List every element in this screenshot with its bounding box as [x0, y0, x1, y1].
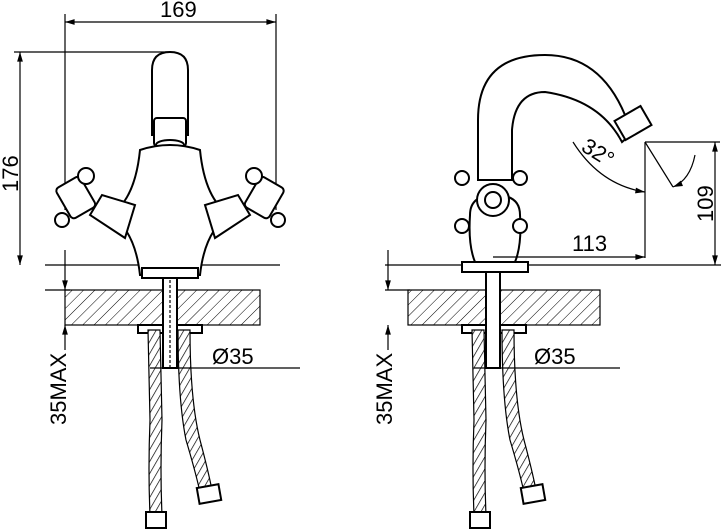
mount-depth-label: 35MAX	[46, 353, 71, 425]
side-view: 35MAX Ø35 113 109	[372, 53, 721, 529]
spout-height-label: 109	[693, 185, 718, 222]
countertop-section-side	[407, 289, 601, 326]
mount-depth-label-side: 35MAX	[372, 353, 397, 425]
reach-label: 113	[572, 231, 607, 256]
height-label: 176	[0, 155, 23, 192]
width-label: 169	[160, 0, 197, 22]
faucet-front	[54, 50, 286, 529]
faucet-side	[454, 53, 653, 529]
hole-diameter-label-side: Ø35	[534, 344, 576, 369]
front-view: 169 176 35MAX	[0, 0, 300, 529]
spout-angle-label: 32°	[577, 133, 618, 172]
hole-diameter-label: Ø35	[212, 344, 254, 369]
